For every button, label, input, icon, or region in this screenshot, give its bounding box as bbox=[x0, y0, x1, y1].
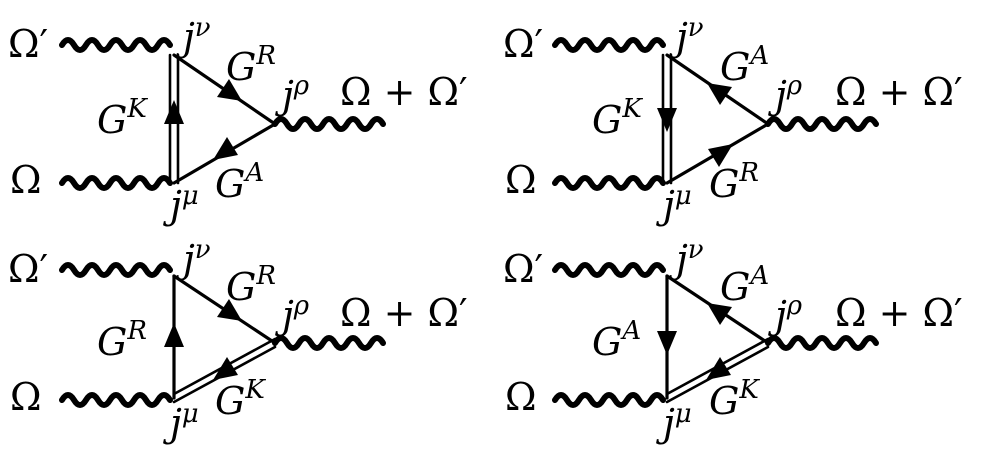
top-propagator-arrow bbox=[217, 299, 242, 321]
photon-line-bottom-in bbox=[59, 175, 173, 191]
diagram-1: Ω′ Ω Ω + Ω′ jν jμ jρ GK GR GA bbox=[8, 13, 468, 227]
in-bottom-label: Ω bbox=[505, 375, 537, 419]
bottom-propagator-label: GK bbox=[709, 375, 760, 423]
photon-line-out bbox=[765, 116, 879, 132]
in-top-label: Ω′ bbox=[503, 247, 543, 291]
top-propagator-label: GA bbox=[720, 41, 769, 89]
vertex-bottom-label: jμ bbox=[163, 181, 199, 227]
left-propagator-label: GK bbox=[97, 94, 148, 142]
in-bottom-label: Ω bbox=[10, 158, 42, 202]
diagram-3: Ω′ Ω Ω + Ω′ jν jμ jρ GR GR GK bbox=[8, 235, 468, 445]
bottom-propagator-label: GK bbox=[215, 375, 266, 423]
vertex-right-label: jρ bbox=[275, 291, 310, 337]
bottom-propagator-arrow bbox=[213, 137, 238, 160]
out-label: Ω + Ω′ bbox=[835, 291, 963, 335]
top-propagator-arrow bbox=[217, 79, 242, 101]
vertex-bottom-label: jμ bbox=[656, 399, 692, 445]
photon-line-bottom-in bbox=[552, 392, 666, 408]
photon-line-bottom-in bbox=[59, 392, 173, 408]
left-propagator-arrow-down bbox=[657, 331, 677, 355]
photon-line-out bbox=[272, 335, 386, 351]
vertex-top-label: jν bbox=[176, 235, 211, 281]
photon-line-out bbox=[272, 116, 386, 132]
top-propagator-label: GR bbox=[226, 261, 276, 309]
photon-line-out bbox=[765, 335, 879, 351]
left-propagator-label: GR bbox=[97, 316, 147, 364]
in-top-label: Ω′ bbox=[503, 22, 543, 66]
in-top-label: Ω′ bbox=[8, 22, 48, 66]
vertex-top-label: jν bbox=[669, 235, 704, 281]
photon-line-bottom-in bbox=[552, 175, 666, 191]
in-bottom-label: Ω bbox=[10, 375, 42, 419]
out-label: Ω + Ω′ bbox=[835, 70, 963, 114]
bottom-propagator-label: GA bbox=[215, 158, 264, 206]
left-propagator-arrow-up bbox=[164, 323, 184, 347]
diagram-4: Ω′ Ω Ω + Ω′ jν jμ jρ GA GA GK bbox=[503, 235, 963, 445]
in-top-label: Ω′ bbox=[8, 247, 48, 291]
vertex-right-label: jρ bbox=[768, 71, 803, 117]
left-propagator-label: GA bbox=[592, 316, 641, 364]
in-bottom-label: Ω bbox=[505, 158, 537, 202]
vertex-top-label: jν bbox=[669, 13, 704, 59]
bottom-propagator-arrow bbox=[708, 144, 733, 167]
vertex-bottom-label: jμ bbox=[163, 399, 199, 445]
top-propagator-arrow bbox=[707, 303, 732, 325]
out-label: Ω + Ω′ bbox=[340, 70, 468, 114]
vertex-right-label: jρ bbox=[768, 291, 803, 337]
vertex-top-label: jν bbox=[176, 13, 211, 59]
out-label: Ω + Ω′ bbox=[340, 291, 468, 335]
top-propagator-arrow bbox=[707, 83, 732, 105]
left-propagator-label: GK bbox=[592, 94, 643, 142]
photon-line-top-in bbox=[59, 37, 173, 53]
bottom-propagator-arrow bbox=[706, 357, 731, 380]
vertex-right-label: jρ bbox=[275, 71, 310, 117]
photon-line-top-in bbox=[552, 37, 666, 53]
vertex-bottom-label: jμ bbox=[656, 181, 692, 227]
left-propagator-arrow-up bbox=[164, 100, 184, 124]
top-propagator-label: GA bbox=[720, 261, 769, 309]
left-propagator-arrow-down bbox=[657, 108, 677, 132]
bottom-propagator-label: GR bbox=[709, 158, 759, 206]
top-propagator-label: GR bbox=[226, 41, 276, 89]
bottom-propagator-arrow bbox=[213, 357, 238, 380]
photon-line-top-in bbox=[552, 262, 666, 278]
diagram-2: Ω′ Ω Ω + Ω′ jν jμ jρ GK GA GR bbox=[503, 13, 963, 227]
photon-line-top-in bbox=[59, 262, 173, 278]
